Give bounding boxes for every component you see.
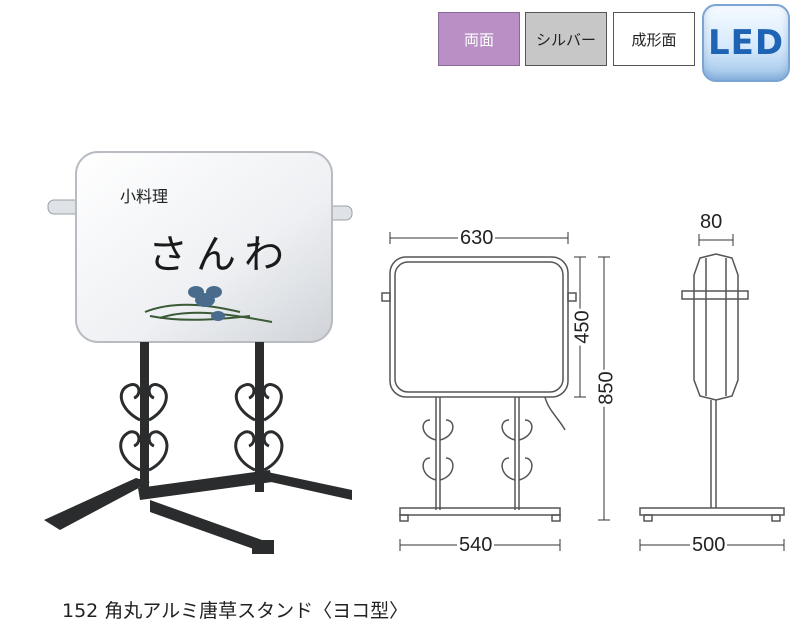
- leaf-ornament: [144, 303, 273, 323]
- dim-total-height: 850: [595, 369, 618, 407]
- sign-panel: [75, 151, 333, 343]
- front-view-drawing: [381, 256, 577, 522]
- scrollwork: [119, 383, 284, 472]
- dim-front-width: 630: [458, 227, 496, 249]
- flower-ornament: [188, 286, 225, 321]
- sign-title: さんわ: [148, 232, 292, 278]
- both-sides-badge: 両面: [438, 12, 520, 66]
- stand-base: [44, 470, 352, 554]
- molded-face-badge: 成形面: [613, 12, 695, 66]
- led-badge: LED: [702, 4, 790, 82]
- dim-side-depth: 80: [698, 211, 725, 233]
- dim-base-width-front: 540: [457, 534, 495, 556]
- silver-badge: シルバー: [525, 12, 607, 66]
- sign-subtitle: 小料理: [120, 187, 169, 206]
- dim-base-width-side: 500: [690, 534, 728, 556]
- dim-panel-height: 450: [571, 308, 594, 346]
- product-caption: 152 角丸アルミ唐草スタンド〈ヨコ型〉: [62, 600, 409, 622]
- right-post: [255, 342, 264, 492]
- left-post: [140, 342, 149, 492]
- side-view-drawing: [639, 253, 785, 522]
